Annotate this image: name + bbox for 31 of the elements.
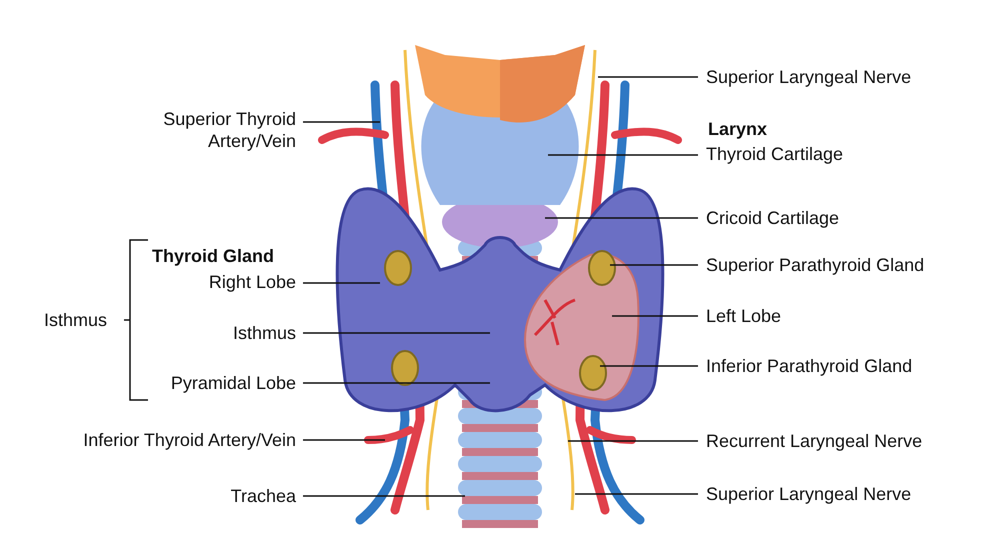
part-label: Right Lobe [208,271,296,293]
part-label: Superior Laryngeal Nerve [706,66,912,88]
part-label: Inferior Thyroid Artery/Vein [83,429,296,451]
leader-line [303,332,490,334]
leader-line [303,282,380,284]
part-label: Isthmus [232,322,296,344]
leader-line [303,121,380,123]
leader-line [303,439,385,441]
part-label: Recurrent Laryngeal Nerve [706,430,922,452]
part-label: Isthmus [44,309,108,331]
leader-line [545,217,698,219]
leader-line [568,440,698,442]
leader-line [548,154,698,156]
leader-line [575,493,698,495]
part-label: Inferior Parathyroid Gland [706,355,912,377]
part-label: Pyramidal Lobe [170,372,296,394]
part-label: Superior Thyroid Artery/Vein [116,108,296,152]
leader-line [600,365,698,367]
part-label: Left Lobe [706,305,782,327]
group-heading: Larynx [708,118,768,140]
part-label: Cricoid Cartilage [706,207,840,229]
part-label: Superior Parathyroid Gland [706,254,924,276]
leader-line [612,315,698,317]
leader-line [303,382,490,384]
leader-line [598,76,698,78]
leader-line [303,495,465,497]
part-label: Trachea [230,485,296,507]
part-label: Thyroid Cartilage [706,143,844,165]
leader-line [610,264,698,266]
part-label: Superior Laryngeal Nerve [706,483,912,505]
group-heading: Thyroid Gland [152,245,274,267]
